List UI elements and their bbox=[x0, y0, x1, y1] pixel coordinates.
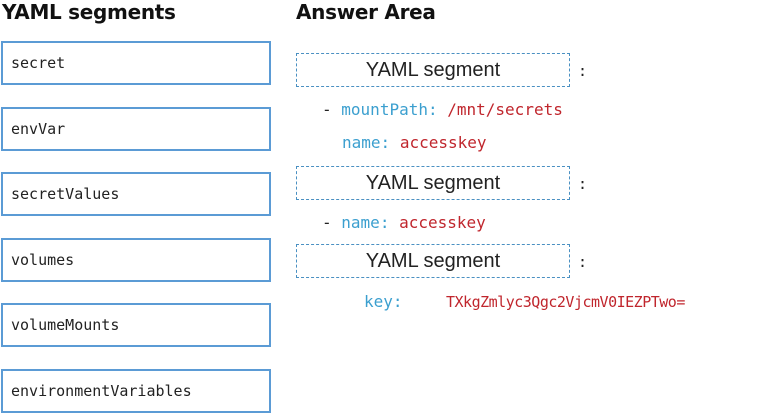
code-line-key-value: TXkgZmlyc3Qgc2VjcmV0IEZPTwo= bbox=[446, 292, 685, 312]
slot-placeholder: YAML segment bbox=[365, 249, 501, 272]
code-line-key: key: bbox=[364, 292, 403, 312]
yaml-segments-heading: YAML segments bbox=[2, 0, 176, 24]
segment-label: secret bbox=[11, 54, 66, 72]
segment-label: volumes bbox=[11, 251, 75, 269]
segment-label: envVar bbox=[11, 120, 66, 138]
mountpath-value: /mnt/secrets bbox=[447, 100, 563, 119]
segment-volumes[interactable]: volumes bbox=[1, 238, 271, 282]
list-dash: - bbox=[322, 100, 332, 119]
code-line-mountpath: - mountPath: /mnt/secrets bbox=[322, 100, 563, 120]
segment-secretvalues[interactable]: secretValues bbox=[1, 172, 271, 216]
name-key: name: bbox=[341, 213, 390, 232]
answer-slot-2[interactable]: YAML segment bbox=[296, 166, 570, 200]
code-line-name-1: name: accesskey bbox=[342, 133, 487, 153]
key-key: key: bbox=[364, 292, 403, 311]
answer-slot-1[interactable]: YAML segment bbox=[296, 53, 570, 87]
segment-volumemounts[interactable]: volumeMounts bbox=[1, 303, 271, 347]
answer-area-heading: Answer Area bbox=[296, 0, 436, 24]
key-value: TXkgZmlyc3Qgc2VjcmV0IEZPTwo= bbox=[446, 293, 685, 311]
mountpath-key: mountPath: bbox=[341, 100, 438, 119]
segment-secret[interactable]: secret bbox=[1, 41, 271, 85]
name-value: accesskey bbox=[399, 213, 486, 232]
list-dash: - bbox=[322, 213, 332, 232]
slot-2-colon: : bbox=[578, 175, 588, 193]
slot-placeholder: YAML segment bbox=[365, 171, 501, 194]
slot-3-colon: : bbox=[578, 253, 588, 271]
name-value: accesskey bbox=[399, 133, 487, 152]
segment-label: volumeMounts bbox=[11, 316, 120, 334]
segment-label: environmentVariables bbox=[11, 382, 192, 400]
segment-label: secretValues bbox=[11, 185, 120, 203]
code-line-name-2: - name: accesskey bbox=[322, 213, 486, 233]
answer-slot-3[interactable]: YAML segment bbox=[296, 244, 570, 278]
name-key: name: bbox=[342, 133, 391, 152]
segment-envvar[interactable]: envVar bbox=[1, 107, 271, 151]
segment-environmentvariables[interactable]: environmentVariables bbox=[1, 369, 271, 413]
slot-placeholder: YAML segment bbox=[365, 58, 501, 81]
slot-1-colon: : bbox=[578, 62, 588, 80]
